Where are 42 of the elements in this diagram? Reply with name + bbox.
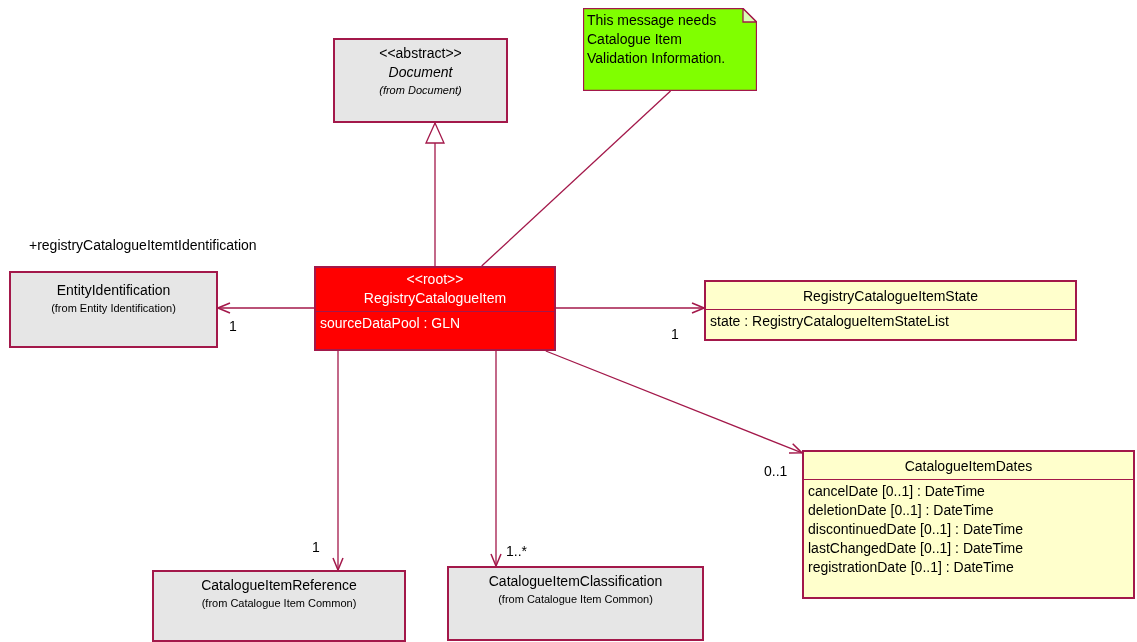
attribute: sourceDataPool : GLN (316, 311, 554, 333)
attribute: lastChangedDate [0..1] : DateTime (807, 539, 1025, 558)
class-name: CatalogueItemDates (903, 457, 1034, 476)
association-arrow (545, 350, 803, 454)
note (583, 8, 757, 91)
multiplicity-label: 1 (670, 326, 680, 342)
note-connector (481, 90, 672, 267)
stereotype: <<abstract>> (378, 44, 463, 63)
association-arrow (555, 302, 705, 314)
role-name: +registryCatalogueItemtIdentification (28, 237, 258, 253)
association-arrow (217, 302, 315, 314)
class-box (447, 566, 704, 641)
attribute: discontinuedDate [0..1] : DateTime (807, 520, 1025, 539)
association-arrow (332, 350, 344, 571)
multiplicity-label: 1..* (505, 543, 528, 559)
class-name: CatalogueItemClassification (487, 572, 664, 591)
generalization-arrow (425, 122, 445, 267)
attribute: registrationDate [0..1] : DateTime (807, 558, 1015, 577)
multiplicity-label: 0..1 (763, 463, 789, 479)
package-label: (from Entity Identification) (50, 301, 177, 316)
root-class-box (314, 266, 556, 351)
class-name: EntityIdentification (55, 281, 172, 300)
class-name: RegistryCatalogueItem (362, 289, 508, 308)
note-text: This message needs Catalogue Item Validation Information. (586, 11, 727, 68)
package-label: (from Catalogue Item Common) (200, 596, 358, 611)
attribute: state : RegistryCatalogueItemStateList (706, 309, 1075, 331)
association-arrow (490, 350, 502, 567)
class-box (9, 271, 218, 348)
abstract-class-box (333, 38, 508, 123)
multiplicity-label: 1 (228, 318, 238, 334)
class-box (152, 570, 406, 642)
class-name: Document (387, 63, 454, 82)
class-box (802, 450, 1135, 599)
stereotype: <<root>> (405, 270, 465, 289)
class-name: RegistryCatalogueItemState (801, 287, 980, 306)
package-label: (from Catalogue Item Common) (497, 592, 654, 607)
multiplicity-label: 1 (311, 539, 321, 555)
class-name: CatalogueItemReference (200, 576, 358, 595)
package-label: (from Document) (378, 83, 463, 98)
attribute: cancelDate [0..1] : DateTime (804, 479, 1133, 501)
attribute: deletionDate [0..1] : DateTime (807, 501, 995, 520)
class-box (704, 280, 1077, 341)
